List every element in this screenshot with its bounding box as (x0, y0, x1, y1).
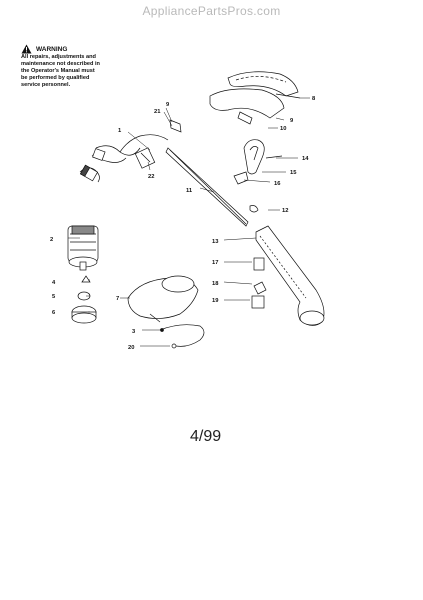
callout-17: 17 (212, 260, 218, 266)
callout-labels: 1 2 3 4 5 6 7 8 9 9 10 11 12 13 14 15 16… (50, 96, 316, 351)
callout-16: 16 (274, 181, 281, 187)
upper-guard-part (209, 71, 301, 125)
watermark: AppliancePartsPros.com (142, 4, 281, 18)
callout-12: 12 (282, 208, 288, 214)
callout-18: 18 (212, 281, 219, 287)
callout-1: 1 (118, 128, 122, 134)
callout-22: 22 (148, 174, 154, 180)
auxiliary-handle-part (233, 139, 283, 185)
warning-title: WARNING (36, 45, 68, 53)
handle-bracket-part (134, 147, 156, 169)
callout-6: 6 (52, 310, 56, 316)
clamp-part (169, 119, 182, 133)
callout-15: 15 (290, 170, 297, 176)
callout-13: 13 (212, 239, 219, 245)
warning-notice: WARNING All repairs, adjustments and mai… (21, 44, 133, 89)
clip-part (249, 205, 259, 213)
edging-wire-part (159, 324, 205, 349)
lower-housing-part (255, 225, 325, 326)
callout-4: 4 (52, 280, 56, 286)
warning-text: All repairs, adjustments and maintenance… (21, 54, 100, 88)
callout-9b: 9 (290, 118, 294, 124)
callout-10: 10 (280, 126, 286, 132)
small-parts-17-19 (251, 257, 267, 309)
motor-part (67, 225, 99, 271)
callout-9a: 9 (166, 102, 170, 108)
warning-triangle-icon (21, 44, 32, 54)
revision-date: 4/99 (190, 428, 222, 445)
lower-guard-part (127, 275, 199, 323)
spool-parts (71, 275, 97, 324)
callout-21: 21 (154, 109, 161, 115)
switch-cord-assembly (79, 134, 169, 183)
callout-3: 3 (132, 329, 136, 335)
shaft-part (165, 147, 249, 227)
callout-14: 14 (302, 156, 309, 162)
callout-8: 8 (312, 96, 316, 102)
callout-5: 5 (52, 294, 56, 300)
callout-19: 19 (212, 298, 219, 304)
callout-11: 11 (186, 188, 193, 194)
callout-20: 20 (128, 345, 134, 351)
callout-7: 7 (116, 296, 119, 302)
warning-header: WARNING (21, 44, 133, 54)
callout-2: 2 (50, 237, 53, 243)
leader-lines (68, 97, 310, 347)
